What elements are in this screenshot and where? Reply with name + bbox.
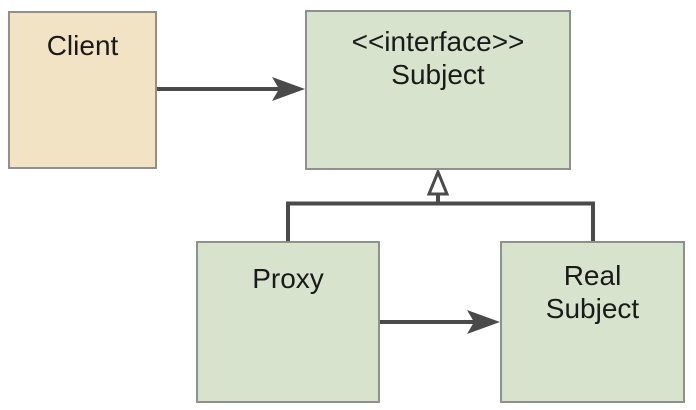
edge-client-to-subject <box>157 77 305 101</box>
filled-arrowhead-icon <box>467 310 500 334</box>
node-subject-interface: <<interface>> Subject <box>305 10 571 170</box>
subject-label: Subject <box>391 59 485 90</box>
hollow-triangle-arrowhead-icon <box>426 168 450 196</box>
real-subject-label-line2: Subject <box>545 293 640 324</box>
client-label: Client <box>46 30 119 61</box>
edge-proxy-to-real-subject <box>380 310 500 334</box>
node-real-subject: Real Subject <box>500 241 685 403</box>
edge-realization-to-subject <box>286 168 595 241</box>
node-client: Client <box>8 11 157 169</box>
node-proxy: Proxy <box>196 241 380 403</box>
proxy-label: Proxy <box>252 263 324 294</box>
filled-arrowhead-icon <box>272 77 305 101</box>
subject-stereotype-label: <<interface>> <box>351 26 525 57</box>
real-subject-label-line1: Real <box>563 260 622 291</box>
